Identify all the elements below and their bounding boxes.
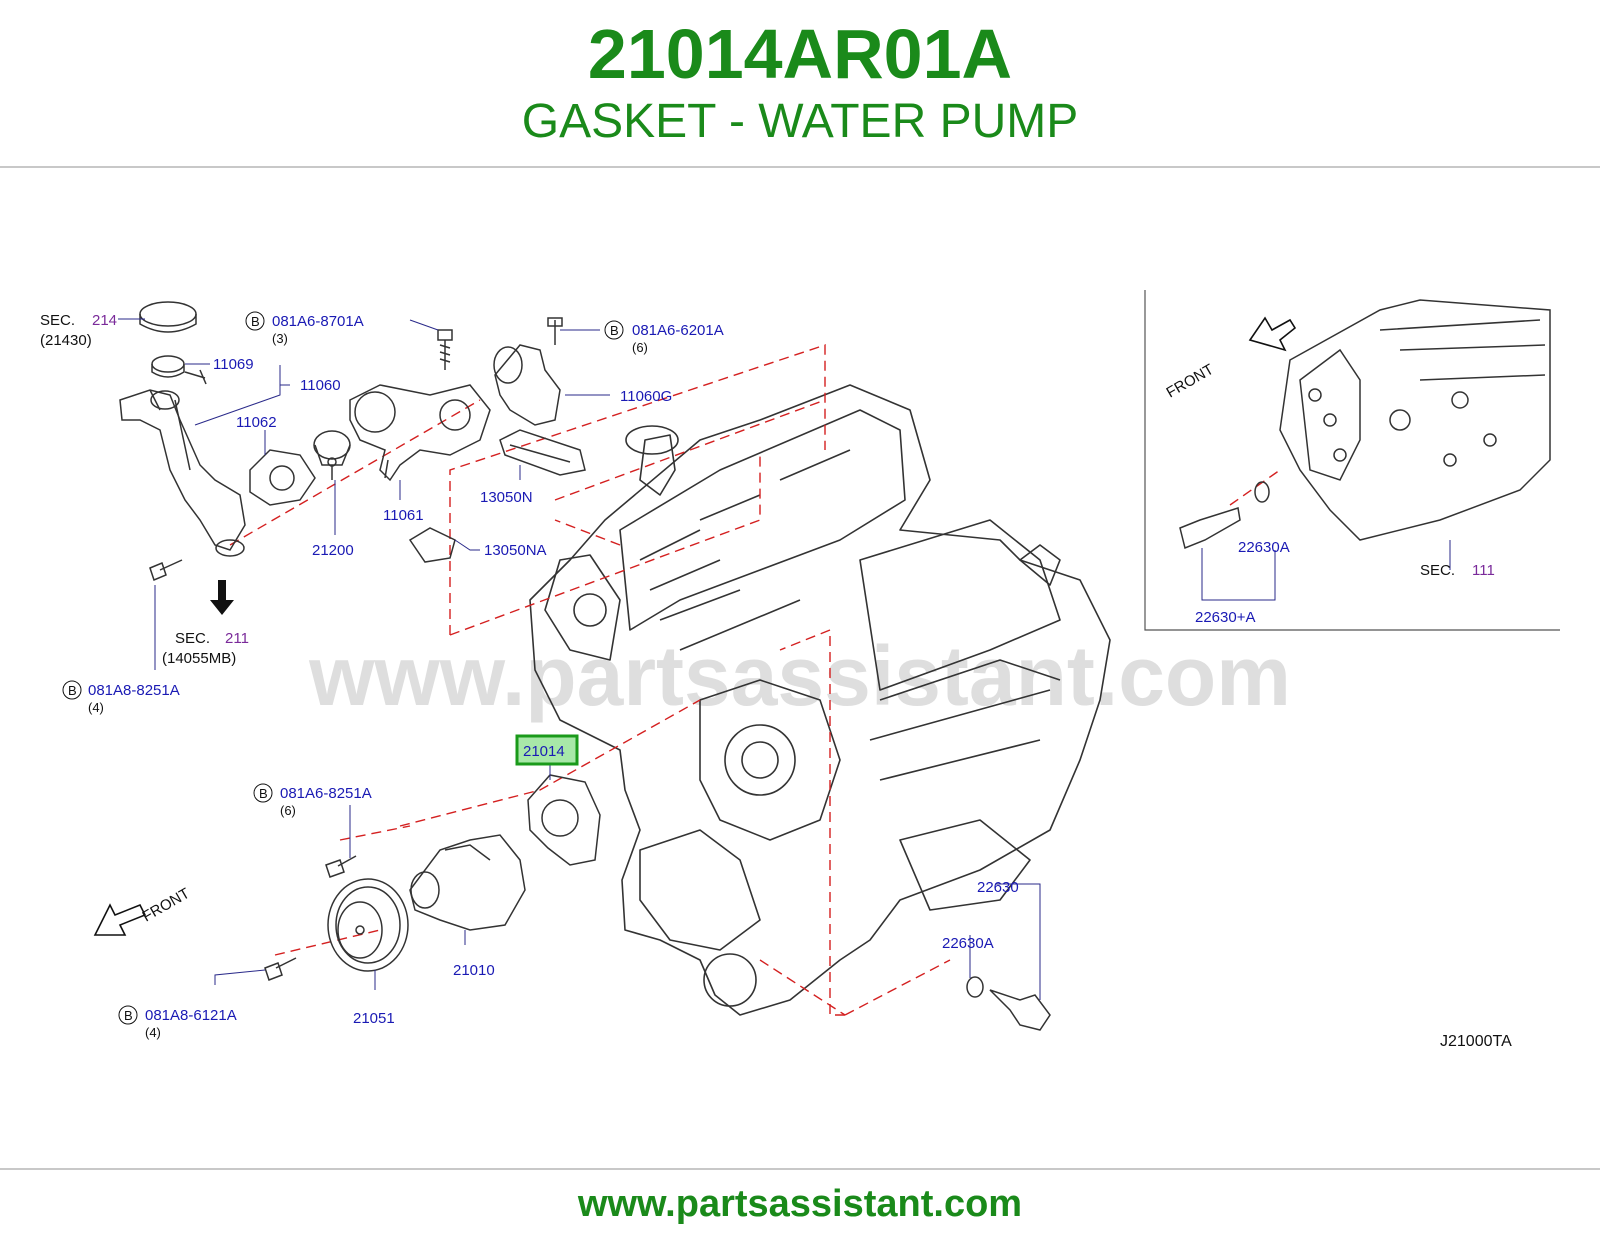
label-sec-214[interactable]: 214	[92, 312, 117, 329]
label-081A8-8251A[interactable]: 081A8-8251A	[88, 682, 180, 699]
footer-divider	[0, 1168, 1600, 1170]
water-outlet-11061-drawing	[349, 384, 491, 482]
engine-block-drawing	[529, 384, 1111, 1016]
label-22630-plus-A[interactable]: 22630+A	[1195, 609, 1255, 626]
label-22630A-inset[interactable]: 22630A	[1238, 539, 1290, 556]
part-name-subtitle: GASKET - WATER PUMP	[521, 95, 1079, 148]
gasket-13050N-drawing	[499, 429, 586, 476]
bolt-081A6-8701A-drawing	[437, 329, 453, 370]
label-081A6-8251A[interactable]: 081A6-8251A	[280, 785, 372, 802]
label-13050NA[interactable]: 13050NA	[484, 542, 547, 559]
radiator-cap-drawing	[139, 301, 197, 333]
part-number-title: 21014AR01A	[587, 15, 1013, 93]
label-22630[interactable]: 22630	[977, 879, 1019, 896]
bolt-badge-3-letter: B	[68, 683, 77, 698]
parts-diagram: www.partsassistant.com	[40, 290, 1560, 1050]
bolt-081A8-6121A-drawing	[264, 957, 297, 981]
footer-website[interactable]: www.partsassistant.com	[577, 1183, 1023, 1225]
gasket-13050NA-drawing	[408, 527, 456, 563]
label-081A8-6121A[interactable]: 081A8-6121A	[145, 1007, 237, 1024]
callout-leader-lines	[118, 318, 1451, 1000]
label-081A8-6121A-qty: (4)	[145, 1025, 161, 1040]
bolt-badge-1	[245, 311, 265, 331]
label-sec-214-ref: (21430)	[40, 332, 92, 349]
bolt-badge-4-letter: B	[259, 786, 268, 801]
bolt-081A8-8251A-drawing	[149, 559, 183, 582]
bolt-badge-2	[604, 320, 624, 340]
inset-panel	[1144, 290, 1560, 631]
label-front-main: FRONT	[140, 885, 193, 926]
label-11069[interactable]: 11069	[213, 356, 254, 373]
label-21010[interactable]: 21010	[453, 962, 495, 979]
label-11060G[interactable]: 11060G	[620, 388, 672, 405]
front-arrow-left	[93, 903, 147, 936]
label-081A6-8251A-qty: (6)	[280, 803, 296, 818]
o-ring-11069-drawing	[151, 355, 207, 385]
temp-sensor-22630-drawing	[966, 976, 1051, 1031]
label-081A6-6201A-qty: (6)	[632, 340, 648, 355]
label-081A6-8701A[interactable]: 081A6-8701A	[272, 313, 364, 330]
gasket-11062-drawing	[249, 449, 316, 506]
pulley-21051-drawing	[327, 878, 409, 972]
label-11060[interactable]: 11060	[300, 377, 341, 394]
label-21014-highlighted[interactable]: 21014	[523, 743, 565, 760]
bolt-badge-1-letter: B	[251, 314, 260, 329]
label-sec-111[interactable]: 111	[1472, 562, 1495, 579]
bolt-badge-5-letter: B	[124, 1008, 133, 1023]
label-081A6-6201A[interactable]: 081A6-6201A	[632, 322, 724, 339]
thermostat-21200-drawing	[313, 430, 351, 480]
front-arrow-down	[210, 580, 234, 615]
label-081A6-8701A-qty: (3)	[272, 331, 288, 346]
bolt-badge-3	[62, 680, 82, 700]
label-sec-2: SEC.	[175, 630, 210, 647]
bolt-badge-5	[118, 1005, 138, 1025]
header-divider	[0, 166, 1600, 168]
dashed-leader-lines	[229, 344, 1281, 1016]
water-inlet-pipe-drawing	[119, 389, 246, 557]
label-081A8-8251A-qty: (4)	[88, 700, 104, 715]
bolt-badge-4	[253, 783, 273, 803]
label-sec-211[interactable]: 211	[225, 630, 249, 647]
label-sec: SEC.	[40, 312, 75, 329]
label-11062[interactable]: 11062	[236, 414, 277, 431]
label-sec-211-ref: (14055MB)	[162, 650, 236, 667]
label-sec-3: SEC.	[1420, 562, 1455, 579]
highlight-21014-box	[515, 734, 579, 766]
watermark: www.partsassistant.com	[308, 629, 1291, 723]
bolt-081A6-8251A-drawing	[325, 855, 357, 878]
label-21051[interactable]: 21051	[353, 1010, 395, 1027]
water-pump-21010-drawing	[409, 834, 526, 931]
diagram-code: J21000TA	[1440, 1033, 1512, 1050]
label-22630A[interactable]: 22630A	[942, 935, 994, 952]
label-front-inset: FRONT	[1164, 361, 1217, 402]
water-outlet-11060G-drawing	[493, 317, 563, 426]
bolt-badge-2-letter: B	[610, 323, 619, 338]
label-21200[interactable]: 21200	[312, 542, 354, 559]
water-pump-gasket-21014-drawing	[527, 774, 601, 866]
label-13050N[interactable]: 13050N	[480, 489, 533, 506]
label-11061[interactable]: 11061	[383, 507, 424, 524]
